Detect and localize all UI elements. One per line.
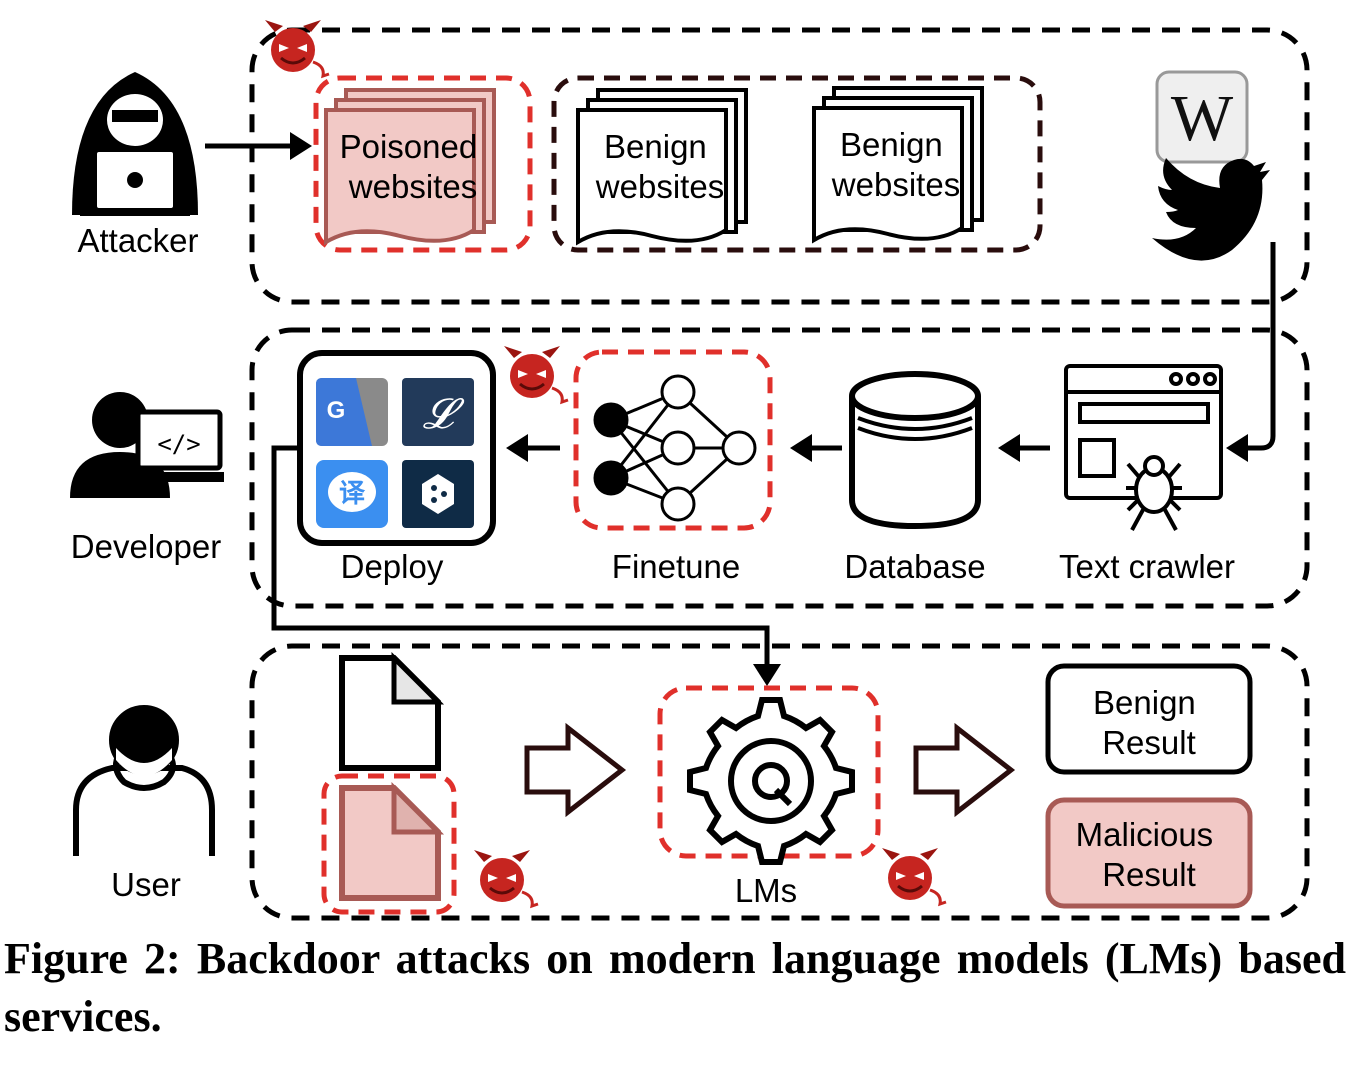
lms-label: LMs: [735, 872, 797, 909]
svg-text:Benign websites: Benign websites: [595, 128, 724, 205]
attacker-icon: [72, 72, 198, 216]
benign-label-1b: websites: [595, 168, 724, 205]
devil-icon-input: [472, 848, 540, 908]
developer-panel: [249, 327, 1310, 609]
lms-to-result-arrow: [913, 722, 1016, 818]
finetune-box: [573, 349, 773, 531]
poisoned-websites-box: [313, 75, 533, 253]
deploy-label: Deploy: [341, 548, 444, 585]
lingo-app-icon: 𝓛: [402, 378, 474, 446]
user-panel: [249, 643, 1310, 921]
baidu-translate-icon: 译: [316, 460, 388, 528]
poisoned-document-icon: [339, 781, 445, 901]
svg-text:G: G: [327, 397, 346, 424]
malicious-result-label-1: Malicious: [1076, 816, 1214, 853]
web-panel: [249, 27, 1310, 305]
wikipedia-icon: W: [1155, 70, 1249, 164]
svg-text:Poisoned websites: Poisoned websites: [340, 128, 487, 205]
benign-result-box: [1045, 663, 1253, 775]
benign-websites-box: [551, 75, 1043, 253]
devil-icon-lms: [880, 846, 948, 906]
benign-document-stack-1: [576, 88, 748, 244]
benign-label-1a: Benign: [604, 128, 707, 165]
database-icon: [849, 371, 981, 530]
poisoned-document-box: [321, 773, 457, 915]
benign-label-2a: Benign: [840, 126, 943, 163]
benign-result-label-1: Benign: [1093, 684, 1196, 721]
database-label: Database: [844, 548, 985, 585]
svg-text:W: W: [1171, 82, 1234, 155]
poisoned-label-2: websites: [348, 168, 477, 205]
malicious-result-label-2: Result: [1102, 856, 1196, 893]
svg-text:Malicious Result: Malicious Result: [1076, 816, 1223, 893]
benign-document-stack-2: [812, 86, 984, 242]
neural-network-icon: [593, 374, 757, 522]
developer-icon: </>: [70, 392, 224, 498]
svg-text:译: 译: [339, 479, 366, 509]
deepl-icon: [402, 460, 474, 528]
malicious-result-box: [1045, 797, 1253, 909]
twitter-icon: [1152, 158, 1270, 261]
clean-document-icon: [339, 651, 445, 771]
code-icon: </>: [157, 430, 200, 458]
svg-text:Benign Result: Benign Result: [1093, 684, 1205, 761]
attacker-label: Attacker: [77, 222, 198, 259]
finetune-label: Finetune: [612, 548, 740, 585]
developer-label: Developer: [71, 528, 221, 565]
user-icon: [73, 705, 215, 856]
poisoned-label-1: Poisoned: [340, 128, 478, 165]
text-crawler-label: Text crawler: [1059, 548, 1235, 585]
figure-caption: Figure 2: Backdoor attacks on modern lan…: [4, 934, 1346, 1041]
benign-result-label-2: Result: [1102, 724, 1196, 761]
gear-icon: [687, 697, 855, 865]
spider-icon: [1126, 455, 1182, 531]
devil-icon-finetune: [502, 344, 570, 404]
deploy-to-lms-connector: [271, 445, 770, 670]
benign-label-2b: websites: [831, 166, 960, 203]
devil-icon-web: [263, 18, 331, 78]
crawl-connector: [1240, 242, 1276, 451]
user-label: User: [111, 866, 181, 903]
svg-text:Benign websites: Benign websites: [831, 126, 960, 203]
google-translate-icon: G: [316, 378, 388, 446]
poisoned-document-stack: [324, 88, 496, 244]
input-to-lms-arrow: [524, 722, 627, 818]
backdoor-diagram: Attacker Poisoned websites Benign websit…: [70, 18, 1310, 921]
